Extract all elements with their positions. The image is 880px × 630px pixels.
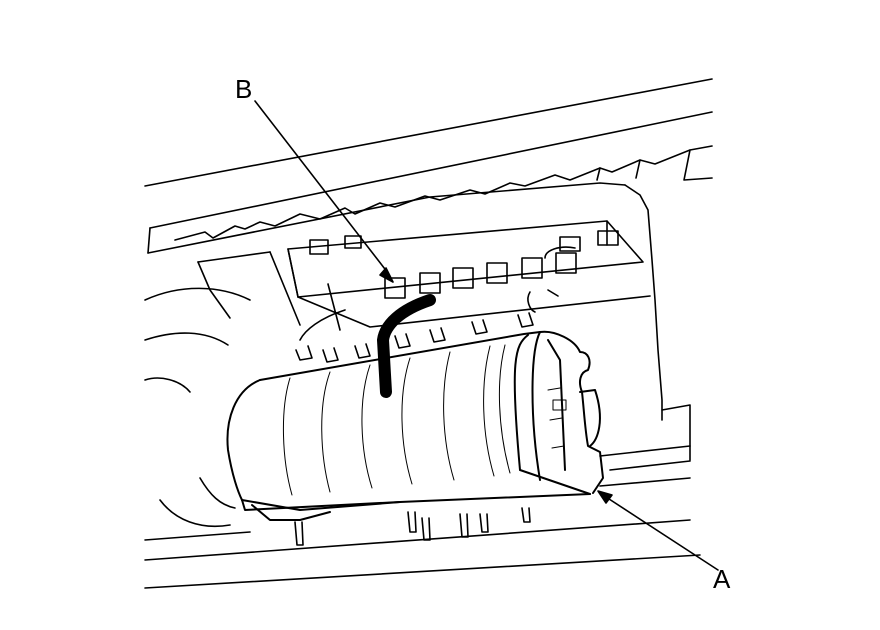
mounting-clips (295, 246, 576, 363)
leader-line-a (597, 490, 719, 571)
dashboard-mounting-slot (384, 277, 406, 299)
dashboard-lower-panel (144, 477, 701, 589)
callout-label-b: B (235, 74, 253, 104)
mounting-bracket (287, 220, 651, 331)
bracket-slot-upper (309, 239, 329, 255)
airbag-mounting-pins (294, 507, 531, 546)
airbag-module (226, 330, 604, 521)
dashboard-opening (144, 184, 691, 487)
wiring-harness (377, 294, 436, 398)
leader-line-b (254, 100, 394, 283)
airbag-module-shading (282, 344, 567, 496)
dashboard-upper-panel (144, 78, 713, 254)
callout-label-a: A (713, 564, 731, 594)
